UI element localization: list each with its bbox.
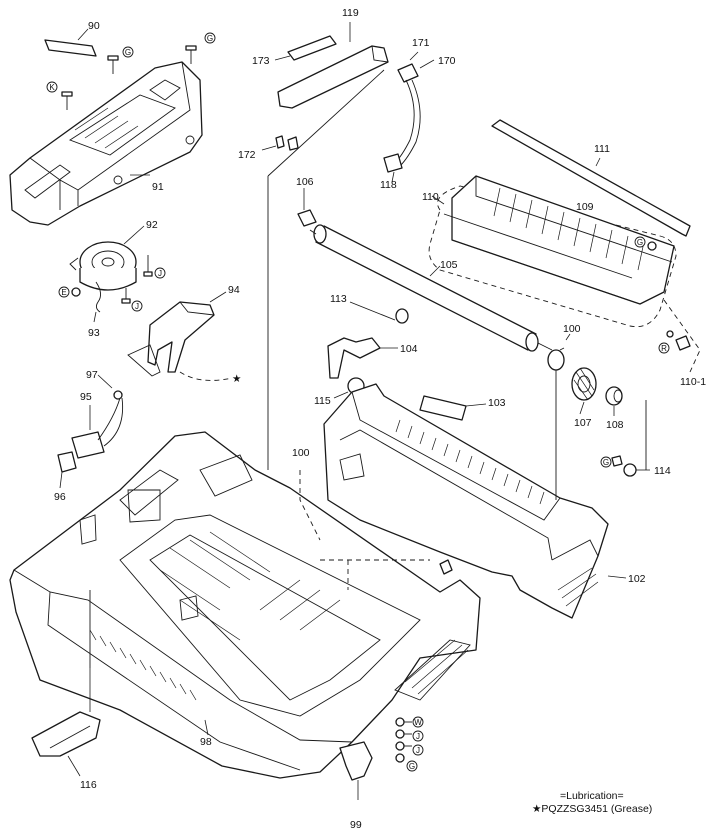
part-114-screw: G [600, 455, 650, 477]
label-111: 111 [594, 143, 610, 155]
svg-text:J: J [135, 302, 139, 311]
part-118-cable [383, 51, 435, 183]
part-172-clip [261, 135, 299, 151]
svg-text:W: W [414, 718, 422, 727]
label-107: 107 [574, 417, 592, 429]
part-110-guide-assembly [428, 175, 677, 328]
label-170: 170 [438, 55, 456, 67]
label-109: 109 [576, 201, 594, 213]
part-95-sensor [57, 374, 124, 489]
cover-screws: K G G [46, 32, 216, 110]
label-172: 172 [238, 149, 256, 161]
part-106-bushing [297, 188, 317, 227]
guide-dashed-1 [299, 470, 321, 541]
label-93: 93 [88, 327, 100, 339]
label-100-base: 100 [292, 447, 310, 459]
part-102-frame [323, 383, 627, 619]
svg-text:G: G [409, 762, 415, 771]
part-number-labels: 90 91 92 93 94 95 96 97 98 99 100 100 10… [54, 7, 706, 831]
part-90-label-strip [44, 28, 97, 57]
svg-text:G: G [125, 48, 131, 57]
part-110-1-screw: R G [634, 236, 701, 373]
svg-text:J: J [416, 732, 420, 741]
svg-text:R: R [661, 344, 667, 353]
label-114: 114 [654, 465, 671, 477]
label-97: 97 [86, 369, 98, 381]
svg-text:J: J [158, 269, 162, 278]
part-93-spring [93, 281, 101, 323]
part-107-gear [571, 367, 597, 415]
lubrication-title: =Lubrication= [560, 790, 624, 802]
label-102: 102 [628, 573, 646, 585]
label-113: 113 [330, 293, 347, 305]
part-119-cover-plate [274, 22, 389, 109]
svg-text:G: G [637, 238, 643, 247]
label-94: 94 [228, 284, 240, 296]
part-111-rail [491, 119, 691, 237]
part-94-bracket [127, 291, 233, 381]
label-95: 95 [80, 391, 92, 403]
lubrication-marker: ★ [232, 373, 242, 385]
svg-text:E: E [61, 288, 66, 297]
label-110-1: 110-1 [680, 376, 706, 388]
part-113-shaft [349, 301, 409, 324]
svg-text:K: K [49, 83, 55, 92]
svg-text:J: J [416, 746, 420, 755]
label-103: 103 [488, 397, 506, 409]
svg-text:G: G [207, 34, 213, 43]
lubrication-item: ★PQZZSG3451 (Grease) [532, 803, 653, 815]
label-108: 108 [606, 419, 624, 431]
label-173: 173 [252, 55, 270, 67]
svg-text:G: G [603, 458, 609, 467]
label-106: 106 [296, 176, 314, 188]
label-115: 115 [314, 395, 331, 407]
label-110: 110 [422, 191, 439, 203]
label-118: 118 [380, 179, 397, 191]
part-98-base-housing [9, 431, 481, 779]
part-108-bushing [605, 386, 623, 416]
part-100-small-gear [547, 333, 571, 371]
part-105-platen-roller [309, 224, 549, 352]
latch-fasteners: W J J G [395, 716, 424, 772]
label-105: 105 [440, 259, 458, 271]
part-99-latch [339, 741, 373, 800]
motor-screws: J J E [58, 255, 166, 312]
label-171: 171 [412, 37, 430, 49]
label-91: 91 [152, 181, 164, 193]
part-116-bracket [31, 668, 101, 777]
label-99: 99 [350, 819, 362, 831]
label-90: 90 [88, 20, 100, 32]
label-100-gear: 100 [563, 323, 581, 335]
label-116: 116 [80, 779, 97, 791]
label-104: 104 [400, 343, 418, 355]
part-91-top-cover [9, 61, 203, 226]
label-96: 96 [54, 491, 66, 503]
label-98: 98 [200, 736, 212, 748]
part-92-motor [69, 225, 145, 291]
part-104-lever [327, 337, 398, 379]
label-92: 92 [146, 219, 158, 231]
assembly-guide-line [267, 69, 385, 177]
label-119: 119 [342, 7, 359, 19]
